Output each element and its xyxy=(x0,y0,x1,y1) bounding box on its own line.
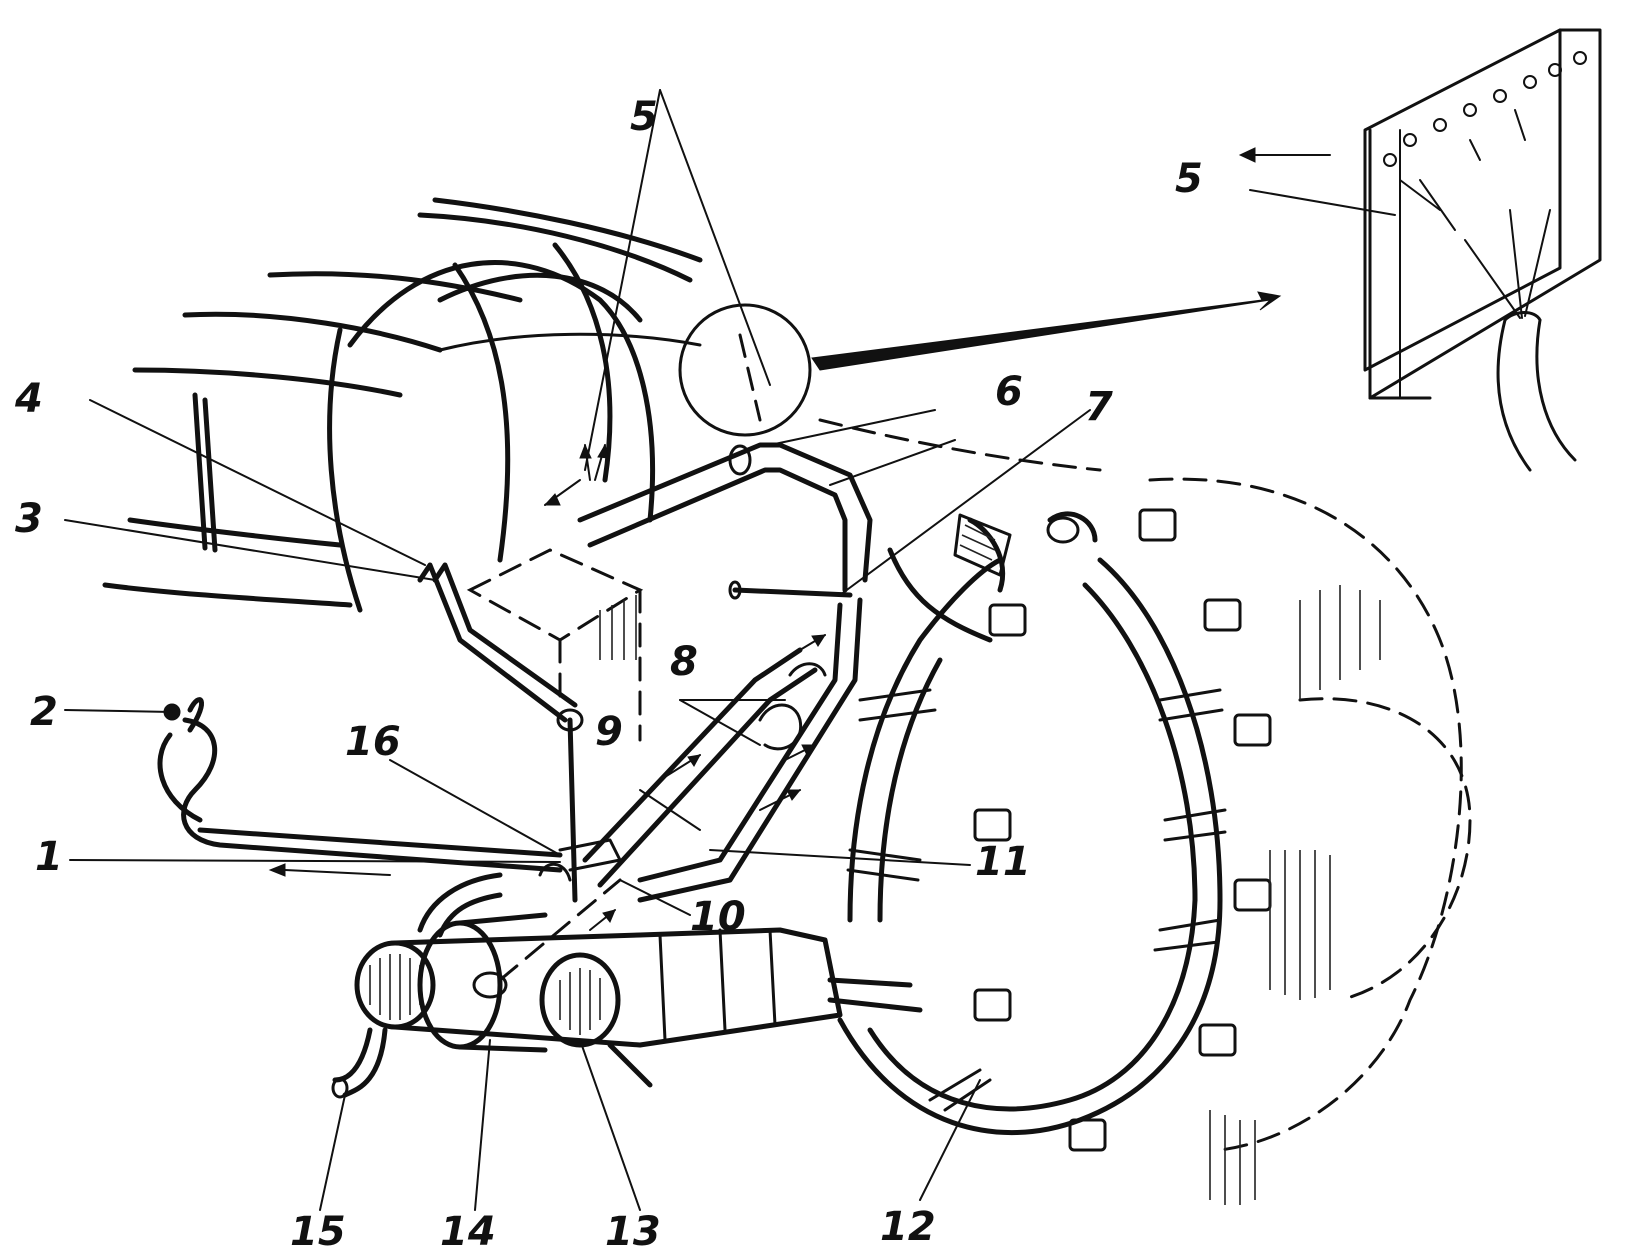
callout-8: 8 xyxy=(670,639,698,685)
canopy-frame xyxy=(102,197,703,613)
nozzle-panel-detail xyxy=(1238,28,1602,472)
callout-14: 14 xyxy=(440,1209,496,1255)
callout-1: 1 xyxy=(35,834,63,880)
callout-10: 10 xyxy=(690,894,746,940)
callout-9: 9 xyxy=(595,709,623,755)
callout-15: 15 xyxy=(290,1209,346,1255)
callout-5-detail: 5 xyxy=(1175,156,1203,202)
callout-16: 16 xyxy=(345,719,401,765)
engine-exhaust-ring xyxy=(827,508,1272,1152)
callout-3: 3 xyxy=(15,496,43,542)
distribution-ducts xyxy=(157,442,873,903)
leader-lines xyxy=(64,89,1396,1211)
callout-2: 2 xyxy=(30,689,58,735)
dashed-box xyxy=(466,548,644,742)
callout-11: 11 xyxy=(975,839,1031,885)
callout-6: 6 xyxy=(995,369,1023,415)
callout-labels: 1 2 3 4 5 5 6 7 8 9 10 11 12 13 14 15 16 xyxy=(14,94,1203,1255)
callout-4: 4 xyxy=(14,376,43,422)
detail-circle xyxy=(678,291,1282,437)
callout-12: 12 xyxy=(880,1204,936,1250)
callout-13: 13 xyxy=(605,1209,661,1255)
heater-assembly xyxy=(331,872,843,1099)
callout-5: 5 xyxy=(630,94,658,140)
flow-arrows xyxy=(268,443,826,931)
callout-7: 7 xyxy=(1085,384,1113,430)
